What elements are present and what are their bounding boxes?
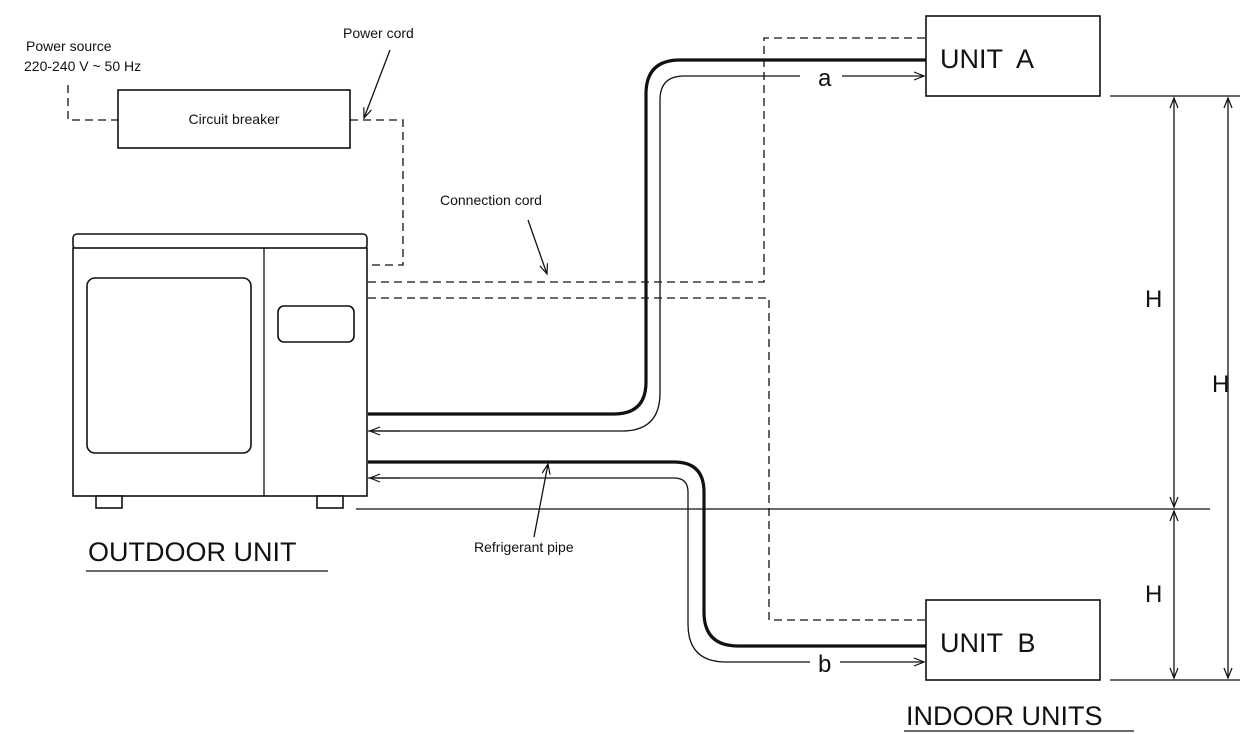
height-label-total: H bbox=[1212, 371, 1229, 398]
pipe-a-label: a bbox=[818, 65, 832, 92]
unit-b-label: UNIT B bbox=[940, 628, 1036, 658]
unit-b-box bbox=[925, 599, 1101, 681]
height-label-a: H bbox=[1145, 286, 1162, 313]
height-label-b: H bbox=[1145, 581, 1162, 608]
connection-cord-label: Connection cord bbox=[440, 192, 542, 208]
outdoor-unit-panel bbox=[277, 305, 355, 343]
refrigerant-pipe-pointer bbox=[533, 462, 551, 538]
refrigerant-pipe-b-outer bbox=[368, 460, 926, 648]
outdoor-unit-label: OUTDOOR UNIT bbox=[88, 537, 297, 567]
power-cord-wire bbox=[350, 119, 404, 266]
pipe-b-label: b bbox=[818, 651, 831, 678]
refrigerant-pipe-a-inner bbox=[368, 75, 800, 432]
connection-cord-pointer bbox=[527, 219, 549, 276]
power-source-voltage: 220-240 V ~ 50 Hz bbox=[24, 58, 141, 74]
power-source-label: Power source bbox=[26, 38, 112, 54]
unit-a-box bbox=[925, 15, 1101, 97]
refrigerant-pipe-b-inner bbox=[368, 477, 810, 663]
connection-cord-unit-b bbox=[368, 297, 926, 621]
refrigerant-pipe-a-outer bbox=[368, 58, 926, 416]
indoor-units-label: INDOOR UNITS bbox=[906, 701, 1103, 731]
refrigerant-pipe-label: Refrigerant pipe bbox=[474, 539, 574, 555]
circuit-breaker-box bbox=[117, 89, 351, 149]
power-cord-label: Power cord bbox=[343, 25, 414, 41]
connection-cord-unit-a bbox=[368, 37, 926, 283]
outdoor-unit-grille bbox=[86, 277, 252, 454]
power-cord-pointer bbox=[363, 49, 391, 120]
circuit-breaker-label: Circuit breaker bbox=[188, 111, 279, 127]
outdoor-unit-foot-left bbox=[95, 495, 123, 509]
power-source-wire bbox=[67, 85, 118, 121]
outdoor-unit bbox=[72, 233, 368, 509]
outdoor-unit-foot-right bbox=[316, 495, 344, 509]
unit-a-label: UNIT A bbox=[940, 44, 1034, 74]
